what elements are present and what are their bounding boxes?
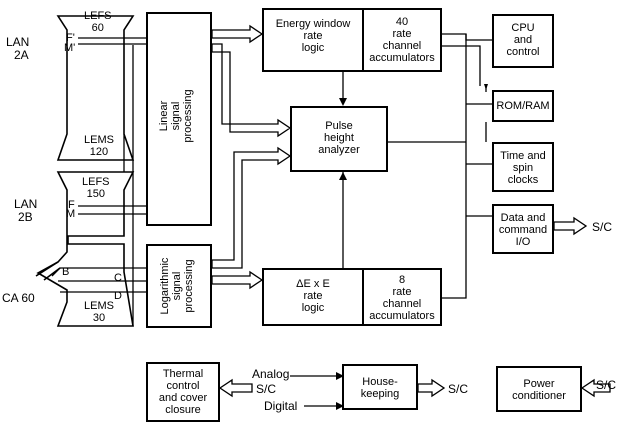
power-conditioner-block: Power conditioner <box>496 366 582 412</box>
digital-label: Digital <box>264 399 298 413</box>
cpu-control-block: CPU and control <box>492 14 554 68</box>
arrow-sc-to-power <box>580 378 611 398</box>
hk-sc-label: S/C <box>448 382 469 396</box>
time-spin-clocks-block: Time and spin clocks <box>492 142 554 192</box>
f-label: F <box>68 199 75 211</box>
d-label: D <box>114 290 122 302</box>
f-prime-label: F' <box>66 32 75 44</box>
c-label: C <box>114 272 122 284</box>
arrowhead-energy-to-pha <box>339 98 347 106</box>
arrow-log-to-pha <box>211 146 292 269</box>
arrow-hk-to-sc <box>417 378 446 398</box>
de-x-e-rate-logic-block: ΔE x E rate logic <box>262 268 364 326</box>
arrow-linear-to-energy <box>211 24 264 44</box>
analog-label: Analog <box>252 367 290 381</box>
logarithmic-signal-processing-block: Logarithmic signal processing <box>146 244 212 328</box>
arrowhead-dexe-to-pha <box>339 172 347 180</box>
arrow-io-to-sc <box>553 216 588 236</box>
linear-block-text: Linear signal processing <box>158 89 194 143</box>
bus-right-vertical <box>442 34 467 299</box>
linear-signal-processing-block: Linear signal processing <box>146 12 212 226</box>
power-sc-label: S/C <box>596 378 617 392</box>
lems-30-label: LEMS 30 <box>84 300 114 324</box>
arrow-sc-to-thermal <box>218 378 253 398</box>
m-prime-label: M' <box>64 42 76 54</box>
signal-line-b <box>51 267 146 277</box>
ca-60-label: CA 60 <box>2 291 35 305</box>
lefs-60-label: LEFS 60 <box>84 10 112 34</box>
thermal-sc-label: S/C <box>256 382 277 396</box>
thermal-control-block: Thermal control and cover closure <box>146 362 220 422</box>
bus-accum40-to-cpu <box>442 33 492 41</box>
arrow-log-to-dexe <box>211 270 264 290</box>
log-block-text: Logarithmic signal processing <box>159 257 195 315</box>
lan-2a-label: LAN 2A <box>6 35 30 62</box>
b-label: B <box>62 266 70 278</box>
housekeeping-block: House- keeping <box>342 364 418 410</box>
energy-window-rate-logic-block: Energy window rate logic <box>262 8 364 72</box>
arrow-linear-to-pha <box>211 43 292 138</box>
arrowhead-to-rom <box>484 84 488 90</box>
pulse-height-analyzer-block: Pulse height analyzer <box>290 106 388 172</box>
lems-120-label: LEMS 120 <box>84 134 114 158</box>
io-sc-label: S/C <box>592 220 613 234</box>
arrowhead-digital <box>336 402 344 410</box>
rom-ram-block: ROM/RAM <box>492 90 554 122</box>
lan-2b-label: LAN 2B <box>14 197 38 224</box>
accumulators-8-block: 8 rate channel accumulators <box>362 268 442 326</box>
data-command-io-block: Data and command I/O <box>492 204 554 254</box>
lefs-150-label: LEFS 150 <box>82 176 110 200</box>
arrowhead-analog <box>336 372 344 380</box>
accumulators-40-block: 40 rate channel accumulators <box>362 8 442 72</box>
bus-outer-right <box>442 45 487 142</box>
m-label: M <box>66 208 76 220</box>
